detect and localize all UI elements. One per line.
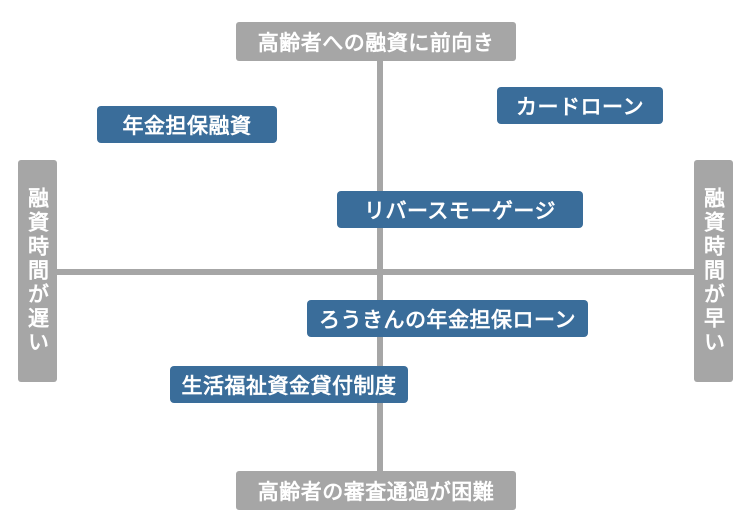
axis-label-bottom: 高齢者の審査通過が困難 xyxy=(236,471,516,510)
axis-label-right: 融資時間が早い xyxy=(694,160,733,382)
axis-label-left: 融資時間が遅い xyxy=(18,160,57,382)
item-box-seikatsu-fukushi-shikin[interactable]: 生活福祉資金貸付制度 xyxy=(170,366,408,403)
item-box-roukin-nenkin-tanpo-loan[interactable]: ろうきんの年金担保ローン xyxy=(307,300,588,337)
item-box-nenkin-tanpo-yushi[interactable]: 年金担保融資 xyxy=(97,106,277,143)
horizontal-axis-line xyxy=(34,269,716,275)
item-box-card-loan[interactable]: カードローン xyxy=(497,87,663,124)
item-box-reverse-mortgage[interactable]: リバースモーゲージ xyxy=(337,191,583,228)
vertical-axis-line xyxy=(377,42,383,494)
axis-label-top: 高齢者への融資に前向き xyxy=(236,22,516,61)
